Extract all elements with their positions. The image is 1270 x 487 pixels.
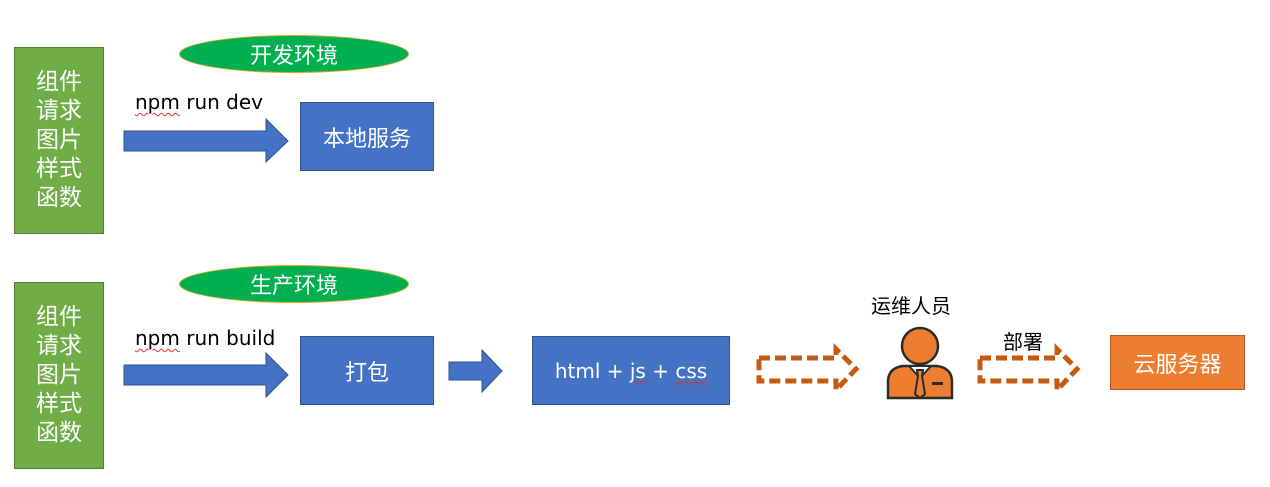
package-arrow — [448, 348, 503, 394]
bundle-js: js — [629, 358, 646, 383]
prod-env-label: 生产环境 — [249, 274, 338, 299]
build-arrow — [123, 351, 289, 399]
package-step-label: 打包 — [344, 360, 389, 386]
prod-source-item: 组件 — [36, 304, 82, 330]
prod-source-item: 函数 — [36, 420, 82, 446]
prod-sources-box: 组件 请求 图片 样式 函数 — [14, 282, 104, 469]
handoff-dashed-arrow — [756, 342, 860, 397]
prod-source-item: 图片 — [36, 362, 82, 388]
prod-command-rest: run build — [179, 326, 276, 350]
dev-command-word: npm — [135, 90, 180, 114]
dev-sources-box: 组件 请求 图片 样式 函数 — [14, 47, 104, 234]
cloud-server-box: 云服务器 — [1110, 335, 1245, 390]
package-step-box: 打包 — [300, 336, 434, 405]
bundle-label: html + js + css — [555, 359, 707, 383]
ops-label: 运维人员 — [871, 294, 951, 318]
prod-env-ellipse: 生产环境 — [179, 265, 409, 303]
cloud-server-label: 云服务器 — [1133, 352, 1222, 378]
dev-source-item: 请求 — [36, 98, 82, 124]
deploy-dashed-arrow — [977, 342, 1081, 397]
dev-target-label: 本地服务 — [322, 126, 411, 152]
dev-env-label: 开发环境 — [249, 44, 338, 69]
dev-command-rest: run dev — [179, 90, 263, 114]
dev-env-ellipse: 开发环境 — [179, 35, 409, 73]
prod-source-item: 样式 — [36, 391, 82, 417]
dev-source-item: 组件 — [36, 69, 82, 95]
prod-command: npm run build — [135, 326, 275, 350]
dev-target-box: 本地服务 — [300, 102, 434, 171]
prod-command-word: npm — [135, 326, 180, 350]
dev-source-item: 图片 — [36, 127, 82, 153]
bundle-html: html + — [554, 358, 630, 383]
dev-source-item: 函数 — [36, 185, 82, 211]
dev-arrow-shape — [123, 117, 289, 164]
bundle-plus: + — [645, 358, 676, 383]
bundle-box: html + js + css — [532, 336, 730, 405]
dev-source-item: 样式 — [36, 156, 82, 182]
prod-source-item: 请求 — [36, 333, 82, 359]
bundle-css: css — [675, 358, 708, 383]
dev-command: npm run dev — [135, 90, 263, 114]
deploy-label: 部署 — [1003, 330, 1043, 354]
person-with-tie-icon — [886, 326, 954, 400]
